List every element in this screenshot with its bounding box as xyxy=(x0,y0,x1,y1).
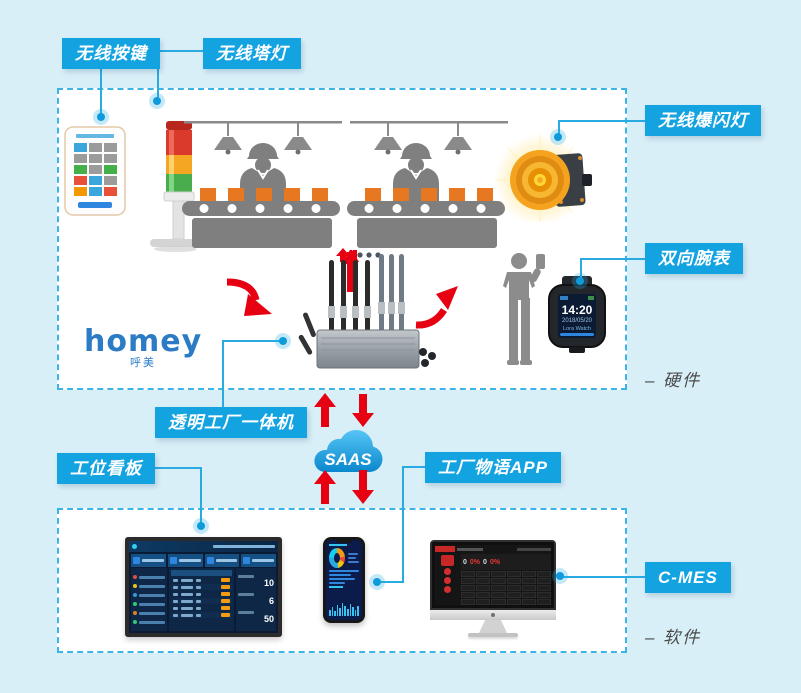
connector-dot xyxy=(373,578,381,586)
down-arrow-icon xyxy=(352,470,374,504)
connector-line xyxy=(558,120,560,137)
watch-date: 2018/05/20 xyxy=(562,318,593,324)
tag-wireless-tower-light: 无线塔灯 xyxy=(203,38,301,69)
imac-stand xyxy=(479,620,507,633)
up-arrow-icon xyxy=(314,470,336,504)
donut-chart-icon xyxy=(329,548,345,568)
kanban-stat-value: 50 xyxy=(263,614,274,624)
phone-bar-chart xyxy=(329,590,359,616)
apple-logo-icon xyxy=(491,613,495,617)
connector-dot xyxy=(279,337,287,345)
connector-line xyxy=(402,466,404,583)
software-section-label: – 软件 xyxy=(645,628,702,647)
watch-brand: Lora Watch xyxy=(563,326,591,332)
connector-line xyxy=(100,64,102,117)
mes-stats-row: 0 0% 0 0% xyxy=(461,554,551,570)
tag-factory-story-app: 工厂物语APP xyxy=(425,452,561,483)
connector-line xyxy=(580,258,582,281)
connector-line xyxy=(157,50,159,101)
connector-line xyxy=(378,581,404,583)
kanban-header xyxy=(129,541,278,552)
curved-arrow-icon xyxy=(415,286,458,329)
connector-dot xyxy=(97,113,105,121)
kanban-stat-value: 6 xyxy=(268,596,274,606)
mes-rate: 0% xyxy=(489,558,501,566)
connector-line xyxy=(402,466,426,468)
watch-time: 14:20 xyxy=(562,303,593,317)
connector-line xyxy=(157,50,204,52)
connector-line xyxy=(222,340,224,407)
imac-device: 0 0% 0 0% xyxy=(430,540,556,610)
kanban-stats-column: 10 6 50 xyxy=(236,568,276,631)
ellipsis-dots-icon xyxy=(357,252,381,258)
brand-logo: homey 呼美 xyxy=(84,324,202,370)
tag-transparent-factory-gateway: 透明工厂一体机 xyxy=(155,407,307,438)
mes-rate: 0% xyxy=(469,558,481,566)
saas-cloud: SAAS xyxy=(314,429,383,472)
smartwatch-device: 14:20 2018/05/20 Lora Watch xyxy=(548,276,606,353)
tag-c-mes: C-MES xyxy=(645,562,731,593)
up-arrow-icon xyxy=(314,393,336,427)
phone-bar-list xyxy=(329,570,359,584)
kanban-left-list xyxy=(131,568,167,631)
smartphone-device xyxy=(323,537,365,623)
saas-label: SAAS xyxy=(324,450,372,469)
connector-dot xyxy=(554,133,562,141)
phone-notch xyxy=(336,540,352,543)
person-icon xyxy=(503,253,545,365)
worker-icon xyxy=(240,143,286,204)
logo-subtext: 呼美 xyxy=(130,357,156,369)
kanban-stat-value: 10 xyxy=(263,578,274,588)
conveyor-belts xyxy=(182,188,505,262)
kanban-monitor-device: 10 6 50 xyxy=(125,537,282,637)
tag-two-way-watch: 双向腕表 xyxy=(645,243,743,274)
kanban-screen: 10 6 50 xyxy=(129,541,278,633)
imac-base xyxy=(468,633,518,637)
connector-line xyxy=(561,576,646,578)
imac-chin xyxy=(430,610,556,620)
mes-table-grid xyxy=(461,571,551,605)
ceiling-lamps xyxy=(184,121,508,155)
connector-dot xyxy=(153,97,161,105)
wireless-keypad-device xyxy=(64,126,126,216)
phone-screen xyxy=(326,540,362,620)
up-arrow-icon xyxy=(336,248,350,262)
down-arrow-icon xyxy=(352,394,374,427)
hardware-section-label: – 硬件 xyxy=(645,371,702,390)
connector-line xyxy=(148,467,201,469)
connector-line xyxy=(580,258,646,260)
connector-dot xyxy=(197,522,205,530)
connector-line xyxy=(200,467,202,526)
curved-arrow-icon xyxy=(226,278,272,316)
mes-screen: 0 0% 0 0% xyxy=(435,545,551,605)
tag-wireless-strobe-light: 无线爆闪灯 xyxy=(645,105,761,136)
connector-dot xyxy=(576,277,584,285)
connector-line xyxy=(558,120,646,122)
connector-line xyxy=(222,340,283,342)
kanban-table xyxy=(169,568,234,631)
gateway-device xyxy=(298,250,436,369)
kanban-stat-cards xyxy=(131,554,276,567)
tag-station-kanban: 工位看板 xyxy=(57,453,155,484)
connector-dot xyxy=(556,572,564,580)
mes-sidebar xyxy=(435,554,459,605)
mes-count: 0 xyxy=(463,558,467,566)
logo-text: homey xyxy=(84,324,203,359)
tag-wireless-button: 无线按键 xyxy=(62,38,160,69)
mes-count: 0 xyxy=(483,558,487,566)
strobe-light-device xyxy=(492,132,592,222)
